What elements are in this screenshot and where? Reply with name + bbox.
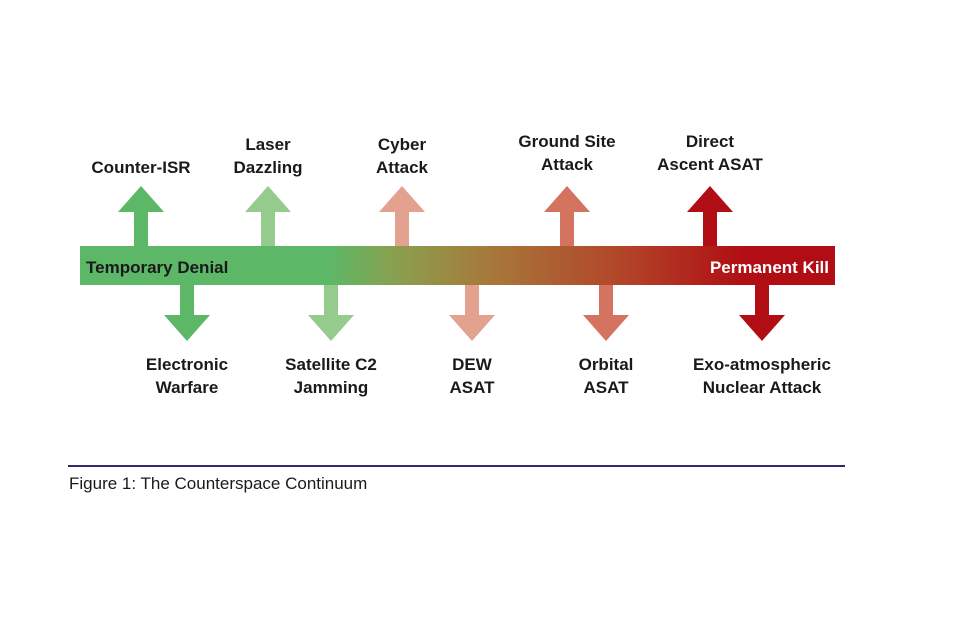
counter-isr-label: Counter-ISR — [91, 158, 190, 177]
counter-isr-up-arrow-icon — [118, 186, 164, 246]
arrows-layer — [118, 186, 785, 341]
dew-asat-down-arrow-icon — [449, 285, 495, 341]
electronic-warfare-down-arrow-icon — [164, 285, 210, 341]
figure-caption: Figure 1: The Counterspace Continuum — [69, 474, 368, 493]
ground-site-attack-up-arrow-icon — [544, 186, 590, 246]
laser-dazzling-up-arrow-icon — [245, 186, 291, 246]
cyber-attack-up-arrow-icon — [379, 186, 425, 246]
permanent-kill-label: Permanent Kill — [710, 258, 829, 277]
orbital-asat-down-arrow-icon — [583, 285, 629, 341]
direct-ascent-asat-up-arrow-icon — [687, 186, 733, 246]
caption-divider — [68, 465, 845, 467]
satellite-c2-jamming-down-arrow-icon — [308, 285, 354, 341]
temporary-denial-label: Temporary Denial — [86, 258, 228, 277]
exo-atmospheric-nuclear-attack-down-arrow-icon — [739, 285, 785, 341]
continuum-bar — [80, 246, 835, 285]
